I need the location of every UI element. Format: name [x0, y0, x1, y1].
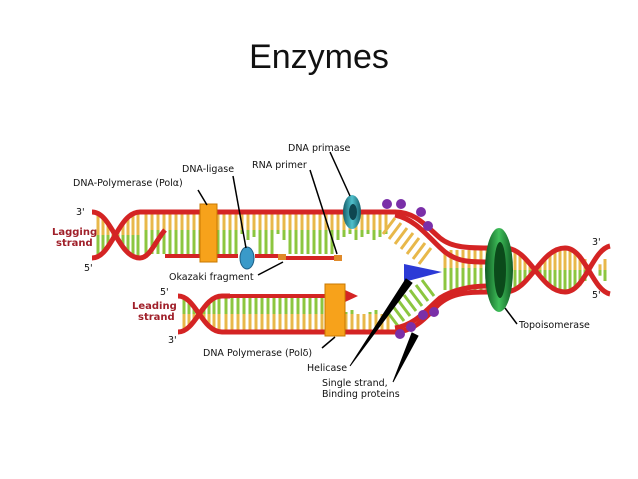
pointer-lines: [197, 151, 518, 383]
base-pair: [393, 227, 409, 245]
label-leading-line2: strand: [138, 312, 175, 323]
base-pair: [396, 299, 412, 317]
dna-polymerase-alpha: [199, 203, 218, 263]
pointer-pol-alpha: [197, 189, 208, 206]
base-pair: [381, 217, 397, 235]
dna-polymerase-delta: [324, 283, 346, 337]
leading-strand-arrowhead: [345, 290, 358, 302]
pointer-ssb: [392, 332, 419, 383]
left-helix-strand-b: [91, 209, 150, 261]
pointer-rna-primer: [309, 169, 338, 255]
leading-helix-strand-a: [177, 293, 230, 335]
label-rna-primer: RNA primer: [252, 160, 307, 171]
base-pair: [411, 242, 427, 260]
label-left-mid-5: 5': [84, 263, 93, 274]
lagging-template-strand: [140, 209, 489, 251]
pointer-okazaki: [257, 261, 284, 276]
pointer-dna-primase: [329, 151, 351, 197]
ssb-proteins-top: [382, 199, 433, 231]
rna-primer-segment-1: [278, 254, 286, 260]
label-lagging-line2: strand: [56, 238, 93, 249]
page-title: Enzymes: [249, 38, 389, 76]
right-helix-strand-a: [488, 243, 611, 295]
label-leading-3: 3': [168, 335, 177, 346]
base-pair: [417, 247, 433, 265]
label-pol-delta: DNA Polymerase (Polδ): [203, 348, 312, 359]
topoisomerase-hole: [494, 242, 506, 298]
ssb-protein: [406, 322, 416, 332]
leading-template-base-pairs: [182, 296, 390, 332]
base-pair: [414, 284, 430, 302]
label-dna-primase: DNA primase: [288, 143, 351, 154]
lagging-template-base-pairs: [144, 214, 388, 254]
pointer-helicase: [349, 278, 413, 367]
ssb-protein: [396, 199, 406, 209]
pointer-dna-ligase: [232, 175, 247, 249]
base-pair: [402, 294, 418, 312]
label-leading-5: 5': [160, 287, 169, 298]
helicase: [404, 264, 442, 282]
ssb-protein: [429, 307, 439, 317]
label-left-top-3: 3': [76, 207, 85, 218]
label-leading-line1: Leading: [132, 301, 177, 312]
label-right-bottom-5: 5': [592, 290, 601, 301]
ssb-protein: [416, 207, 426, 217]
ssb-proteins-bottom: [395, 307, 439, 339]
pointer-pol-delta: [321, 336, 336, 349]
pointer-topoisomerase: [504, 307, 518, 325]
base-pair: [399, 232, 415, 250]
dna-ligase: [239, 246, 255, 270]
label-topoisomerase: Topoisomerase: [518, 320, 590, 331]
rna-primer-segment-2: [334, 255, 342, 261]
base-pair: [408, 289, 424, 307]
ssb-protein: [418, 310, 428, 320]
label-ssb-line1: Single strand,: [322, 378, 388, 389]
ssb-protein: [382, 199, 392, 209]
label-right-top-3: 3': [592, 237, 601, 248]
label-ssb-line2: Binding proteins: [322, 389, 400, 400]
right-helix-strand-b: [488, 245, 611, 297]
base-pair: [420, 279, 436, 297]
label-lagging-line1: Lagging: [52, 227, 97, 238]
fork-upper-strand: [394, 212, 489, 265]
base-pair: [387, 222, 403, 240]
label-pol-alpha: DNA-Polymerase (Polα): [73, 178, 183, 189]
ssb-protein: [423, 221, 433, 231]
ssb-protein: [395, 329, 405, 339]
label-helicase: Helicase: [307, 363, 347, 374]
leading-template-strand: [222, 289, 489, 335]
label-dna-ligase: DNA-ligase: [182, 164, 234, 175]
left-helix-strand-a: [91, 209, 167, 261]
label-okazaki-fragment: Okazaki fragment: [169, 272, 254, 283]
fork-base-pairs: [381, 217, 489, 327]
dna-primase-hole: [349, 204, 357, 220]
leading-helix-strand-b: [177, 293, 230, 335]
base-pair: [405, 237, 421, 255]
